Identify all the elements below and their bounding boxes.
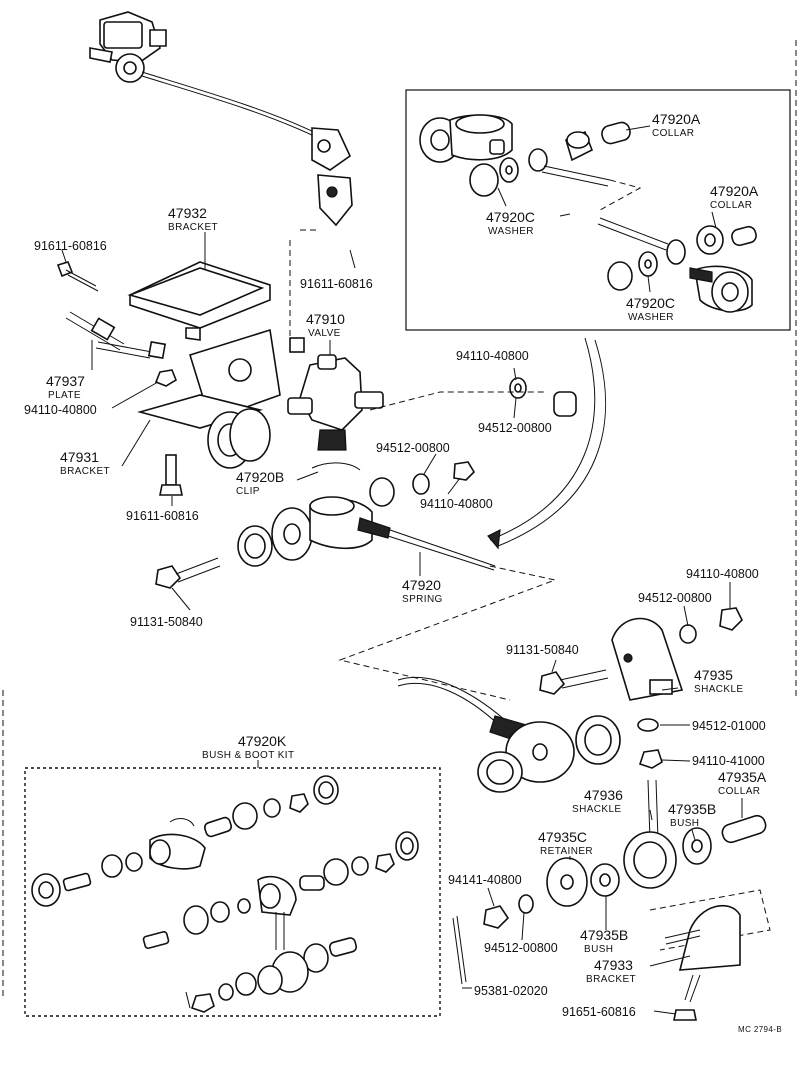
part-name: BRACKET — [60, 466, 110, 477]
part-name: SHACKLE — [572, 804, 622, 815]
part-name: CLIP — [236, 486, 260, 497]
part-name: BRACKET — [168, 222, 218, 233]
callout-94512-00800-lower: 94512-00800 — [376, 441, 450, 455]
diagram-code: MC 2794-B — [738, 1025, 782, 1034]
callout-47920C-right: 47920C WASHER — [626, 295, 675, 323]
callout-91611-60816-top: 91611-60816 — [300, 277, 373, 291]
spring-47920-drawing — [155, 477, 496, 589]
part-name: RETAINER — [540, 846, 593, 857]
part-name: SHACKLE — [694, 684, 744, 695]
callout-47931: 47931 BRACKET — [60, 449, 110, 477]
bracket-47932-drawing — [127, 261, 271, 341]
part-number: 47920C — [486, 209, 535, 225]
callout-47935B-upper: 47935B BUSH — [668, 801, 716, 829]
part-number: 47931 — [60, 449, 99, 465]
part-name: BRACKET — [586, 974, 636, 985]
part-number: 47935A — [718, 769, 767, 785]
part-name: COLLAR — [718, 786, 760, 797]
callout-94512-01000: 94512-01000 — [692, 719, 766, 733]
part-number: 47920C — [626, 295, 675, 311]
shackle-47935-drawing — [397, 607, 743, 793]
callout-47920A-right: 47920A COLLAR — [710, 183, 759, 211]
part-name: WASHER — [628, 312, 674, 323]
part-name: BUSH — [670, 818, 699, 829]
part-number: 47920B — [236, 469, 284, 485]
callout-94110-40800-lower: 94110-40800 — [420, 497, 493, 511]
part-number: 47935B — [580, 927, 628, 943]
callout-47937: 47937 PLATE — [46, 373, 85, 401]
callout-91611-60816-left: 91611-60816 — [34, 239, 107, 253]
part-number: 47920 — [402, 577, 441, 593]
part-name: WASHER — [488, 226, 534, 237]
valve-47910-drawing — [287, 354, 384, 471]
part-number: 47933 — [594, 957, 633, 973]
callout-94512-00800-right: 94512-00800 — [638, 591, 712, 605]
callout-47920: 47920 SPRING — [402, 577, 443, 605]
part-number: 47936 — [584, 787, 623, 803]
callout-47936: 47936 SHACKLE — [572, 787, 623, 815]
part-name: BUSH — [584, 944, 613, 955]
part-number: 47932 — [168, 205, 207, 221]
part-name: COLLAR — [652, 128, 694, 139]
part-number: 47910 — [306, 311, 345, 327]
part-number: 47920K — [238, 733, 287, 749]
callout-91651-60816: 91651-60816 — [562, 1005, 636, 1019]
part-name: BUSH & BOOT KIT — [202, 750, 295, 761]
callout-47920C-left: 47920C WASHER — [486, 209, 535, 237]
part-number: 47920A — [710, 183, 759, 199]
callout-47935: 47935 SHACKLE — [694, 667, 744, 695]
callout-47935C: 47935C RETAINER — [538, 829, 593, 857]
callout-47910: 47910 VALVE — [306, 311, 345, 339]
callout-94110-40800-left: 94110-40800 — [24, 403, 97, 417]
callout-91131-50840-left: 91131-50840 — [130, 615, 203, 629]
top-valve-assembly — [89, 11, 353, 227]
callout-91611-60816-lower: 91611-60816 — [126, 509, 199, 523]
callout-94110-41000: 94110-41000 — [692, 754, 765, 768]
callout-91131-50840-right: 91131-50840 — [506, 643, 579, 657]
callout-47920A-top: 47920A COLLAR — [652, 111, 701, 139]
collar-washer-inset — [405, 89, 791, 331]
part-number: 47935C — [538, 829, 587, 845]
leader-lines — [61, 125, 743, 1015]
callout-94110-40800-mid: 94110-40800 — [456, 349, 529, 363]
callout-47935B-lower: 47935B BUSH — [580, 927, 628, 955]
part-number: 47935 — [694, 667, 733, 683]
callout-47932: 47932 BRACKET — [168, 205, 218, 233]
callout-47933: 47933 BRACKET — [586, 957, 636, 985]
part-name: PLATE — [48, 390, 81, 401]
inset-parts-drawing — [419, 114, 757, 313]
bush-boot-kit-box — [24, 767, 441, 1017]
part-name: SPRING — [402, 594, 443, 605]
callout-94512-00800-mid: 94512-00800 — [478, 421, 552, 435]
part-number: 47935B — [668, 801, 716, 817]
callout-94110-40800-right: 94110-40800 — [686, 567, 759, 581]
kit-parts-drawing — [31, 775, 419, 1013]
part-number: 47937 — [46, 373, 85, 389]
callout-94141-40800: 94141-40800 — [448, 873, 522, 887]
middle-hardware-drawing — [412, 377, 577, 495]
bracket-47931-drawing — [136, 328, 305, 469]
shackle-47936-drawing — [452, 779, 771, 1021]
callout-47920B: 47920B CLIP — [236, 469, 284, 497]
part-name: COLLAR — [710, 200, 752, 211]
part-name: VALVE — [308, 328, 341, 339]
part-number: 47920A — [652, 111, 701, 127]
callout-94512-00800-bottom: 94512-00800 — [484, 941, 558, 955]
callout-95381-02020: 95381-02020 — [474, 984, 548, 998]
bolts-left-drawing — [56, 261, 183, 496]
callout-47920K: 47920K BUSH & BOOT KIT — [202, 733, 295, 761]
callout-47935A: 47935A COLLAR — [718, 769, 767, 797]
